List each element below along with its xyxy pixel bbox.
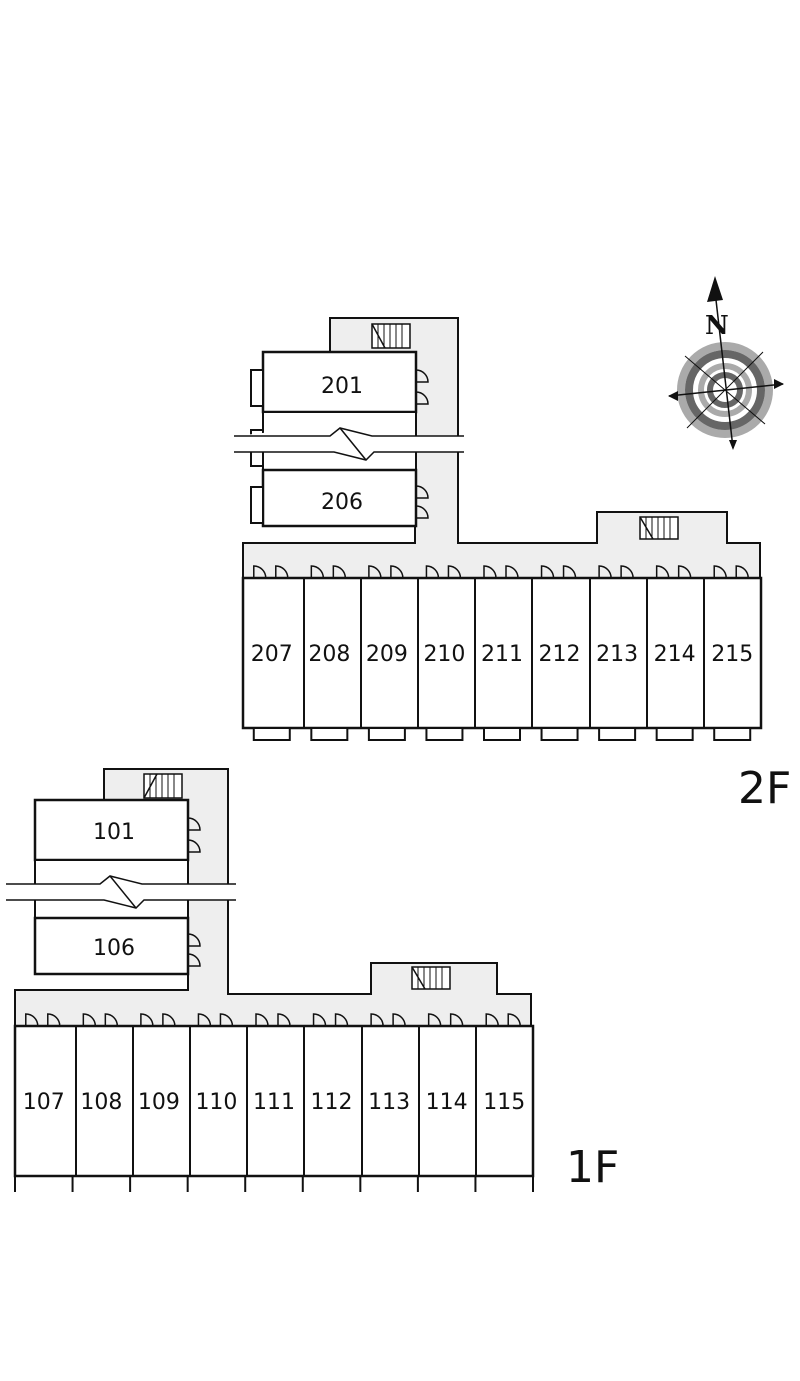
- staircase-icon: [639, 516, 679, 540]
- door-icon: [447, 565, 462, 579]
- staircase-icon: [143, 773, 183, 799]
- unit-label-214: 214: [654, 642, 696, 667]
- unit-row-2f: [241, 576, 763, 730]
- floor-label-1f: 1F: [566, 1142, 619, 1193]
- balcony: [655, 727, 694, 741]
- door-icon: [390, 565, 404, 579]
- door-icon: [82, 1013, 97, 1027]
- balcony: [713, 727, 752, 741]
- door-swings-2f: [253, 565, 749, 579]
- door-icon: [275, 565, 289, 579]
- door-icon: [312, 1013, 327, 1027]
- unit-label-213: 213: [596, 642, 638, 667]
- balcony: [425, 727, 464, 741]
- door-icon: [187, 839, 201, 853]
- compass-rose-icon: N: [668, 276, 784, 450]
- balcony: [367, 727, 406, 741]
- unit-label-113: 113: [368, 1090, 410, 1115]
- door-icon: [540, 565, 555, 579]
- door-swings-1f: [25, 1013, 521, 1027]
- door-icon: [187, 933, 201, 947]
- unit-label-110: 110: [195, 1090, 237, 1115]
- balconies-2f: [252, 727, 752, 741]
- unit-label-211: 211: [481, 642, 523, 667]
- balcony: [540, 727, 579, 741]
- door-icon: [47, 1013, 61, 1027]
- balcony: [310, 727, 349, 741]
- floor-label-2f: 2F: [738, 763, 791, 814]
- unit-label-208: 208: [308, 642, 350, 667]
- door-icon: [310, 565, 325, 579]
- door-icon: [425, 565, 440, 579]
- door-icon: [415, 391, 429, 405]
- door-icon: [392, 1013, 406, 1027]
- door-icon: [162, 1013, 176, 1027]
- door-icon: [104, 1013, 119, 1027]
- unit-label-101: 101: [93, 820, 135, 845]
- door-icon: [427, 1013, 442, 1027]
- door-icon: [677, 565, 692, 579]
- door-icon: [25, 1013, 39, 1027]
- door-icon: [255, 1013, 269, 1027]
- staircase-icon: [411, 966, 451, 990]
- unit-label-115: 115: [483, 1090, 525, 1115]
- unit-label-112: 112: [311, 1090, 353, 1115]
- door-icon: [507, 1013, 521, 1027]
- unit-label-210: 210: [423, 642, 465, 667]
- door-icon: [598, 565, 612, 579]
- door-icon: [485, 1013, 499, 1027]
- door-icon: [197, 1013, 212, 1027]
- unit-106: [33, 916, 190, 976]
- door-icon: [713, 565, 727, 579]
- unit-label-206: 206: [321, 490, 363, 515]
- break-line: [6, 875, 236, 909]
- floor-2f: 201 206 207 208 209 210 211 212 213 214 215 2F: [234, 317, 791, 814]
- unit-label-111: 111: [253, 1090, 295, 1115]
- unit-206: [261, 468, 418, 528]
- door-icon: [277, 1013, 291, 1027]
- door-icon: [334, 1013, 349, 1027]
- door-icon: [140, 1013, 154, 1027]
- door-icon: [415, 485, 429, 499]
- unit-label-114: 114: [426, 1090, 468, 1115]
- unit-label-108: 108: [80, 1090, 122, 1115]
- balcony: [250, 486, 264, 524]
- door-icon: [415, 505, 429, 519]
- door-icon: [219, 1013, 234, 1027]
- unit-label-106: 106: [93, 936, 135, 961]
- door-icon: [187, 817, 201, 831]
- door-icon: [449, 1013, 464, 1027]
- balcony: [250, 369, 264, 407]
- door-icon: [370, 1013, 384, 1027]
- unit-label-107: 107: [23, 1090, 65, 1115]
- balcony: [252, 727, 291, 741]
- unit-label-201: 201: [321, 374, 363, 399]
- unit-label-212: 212: [539, 642, 581, 667]
- unit-label-215: 215: [711, 642, 753, 667]
- door-icon: [562, 565, 577, 579]
- door-icon: [415, 369, 429, 383]
- door-icon: [620, 565, 634, 579]
- door-icon: [735, 565, 749, 579]
- unit-label-207: 207: [251, 642, 293, 667]
- ground-ticks-1f: [14, 1176, 534, 1192]
- balcony: [598, 727, 637, 741]
- door-icon: [655, 565, 670, 579]
- unit-row-1f: [13, 1024, 535, 1178]
- unit-label-109: 109: [138, 1090, 180, 1115]
- staircase-icon: [371, 323, 411, 349]
- unit-label-209: 209: [366, 642, 408, 667]
- balcony: [483, 727, 521, 741]
- door-icon: [483, 565, 497, 579]
- unit-101: [33, 798, 190, 862]
- break-line: [234, 426, 464, 461]
- door-icon: [368, 565, 382, 579]
- door-icon: [505, 565, 519, 579]
- floor-1f: 101 106 107 108 109 110 111 112 113 114 115 1F: [6, 768, 619, 1193]
- door-icon: [187, 953, 201, 967]
- north-label: N: [705, 311, 729, 341]
- door-icon: [332, 565, 347, 579]
- door-icon: [253, 565, 267, 579]
